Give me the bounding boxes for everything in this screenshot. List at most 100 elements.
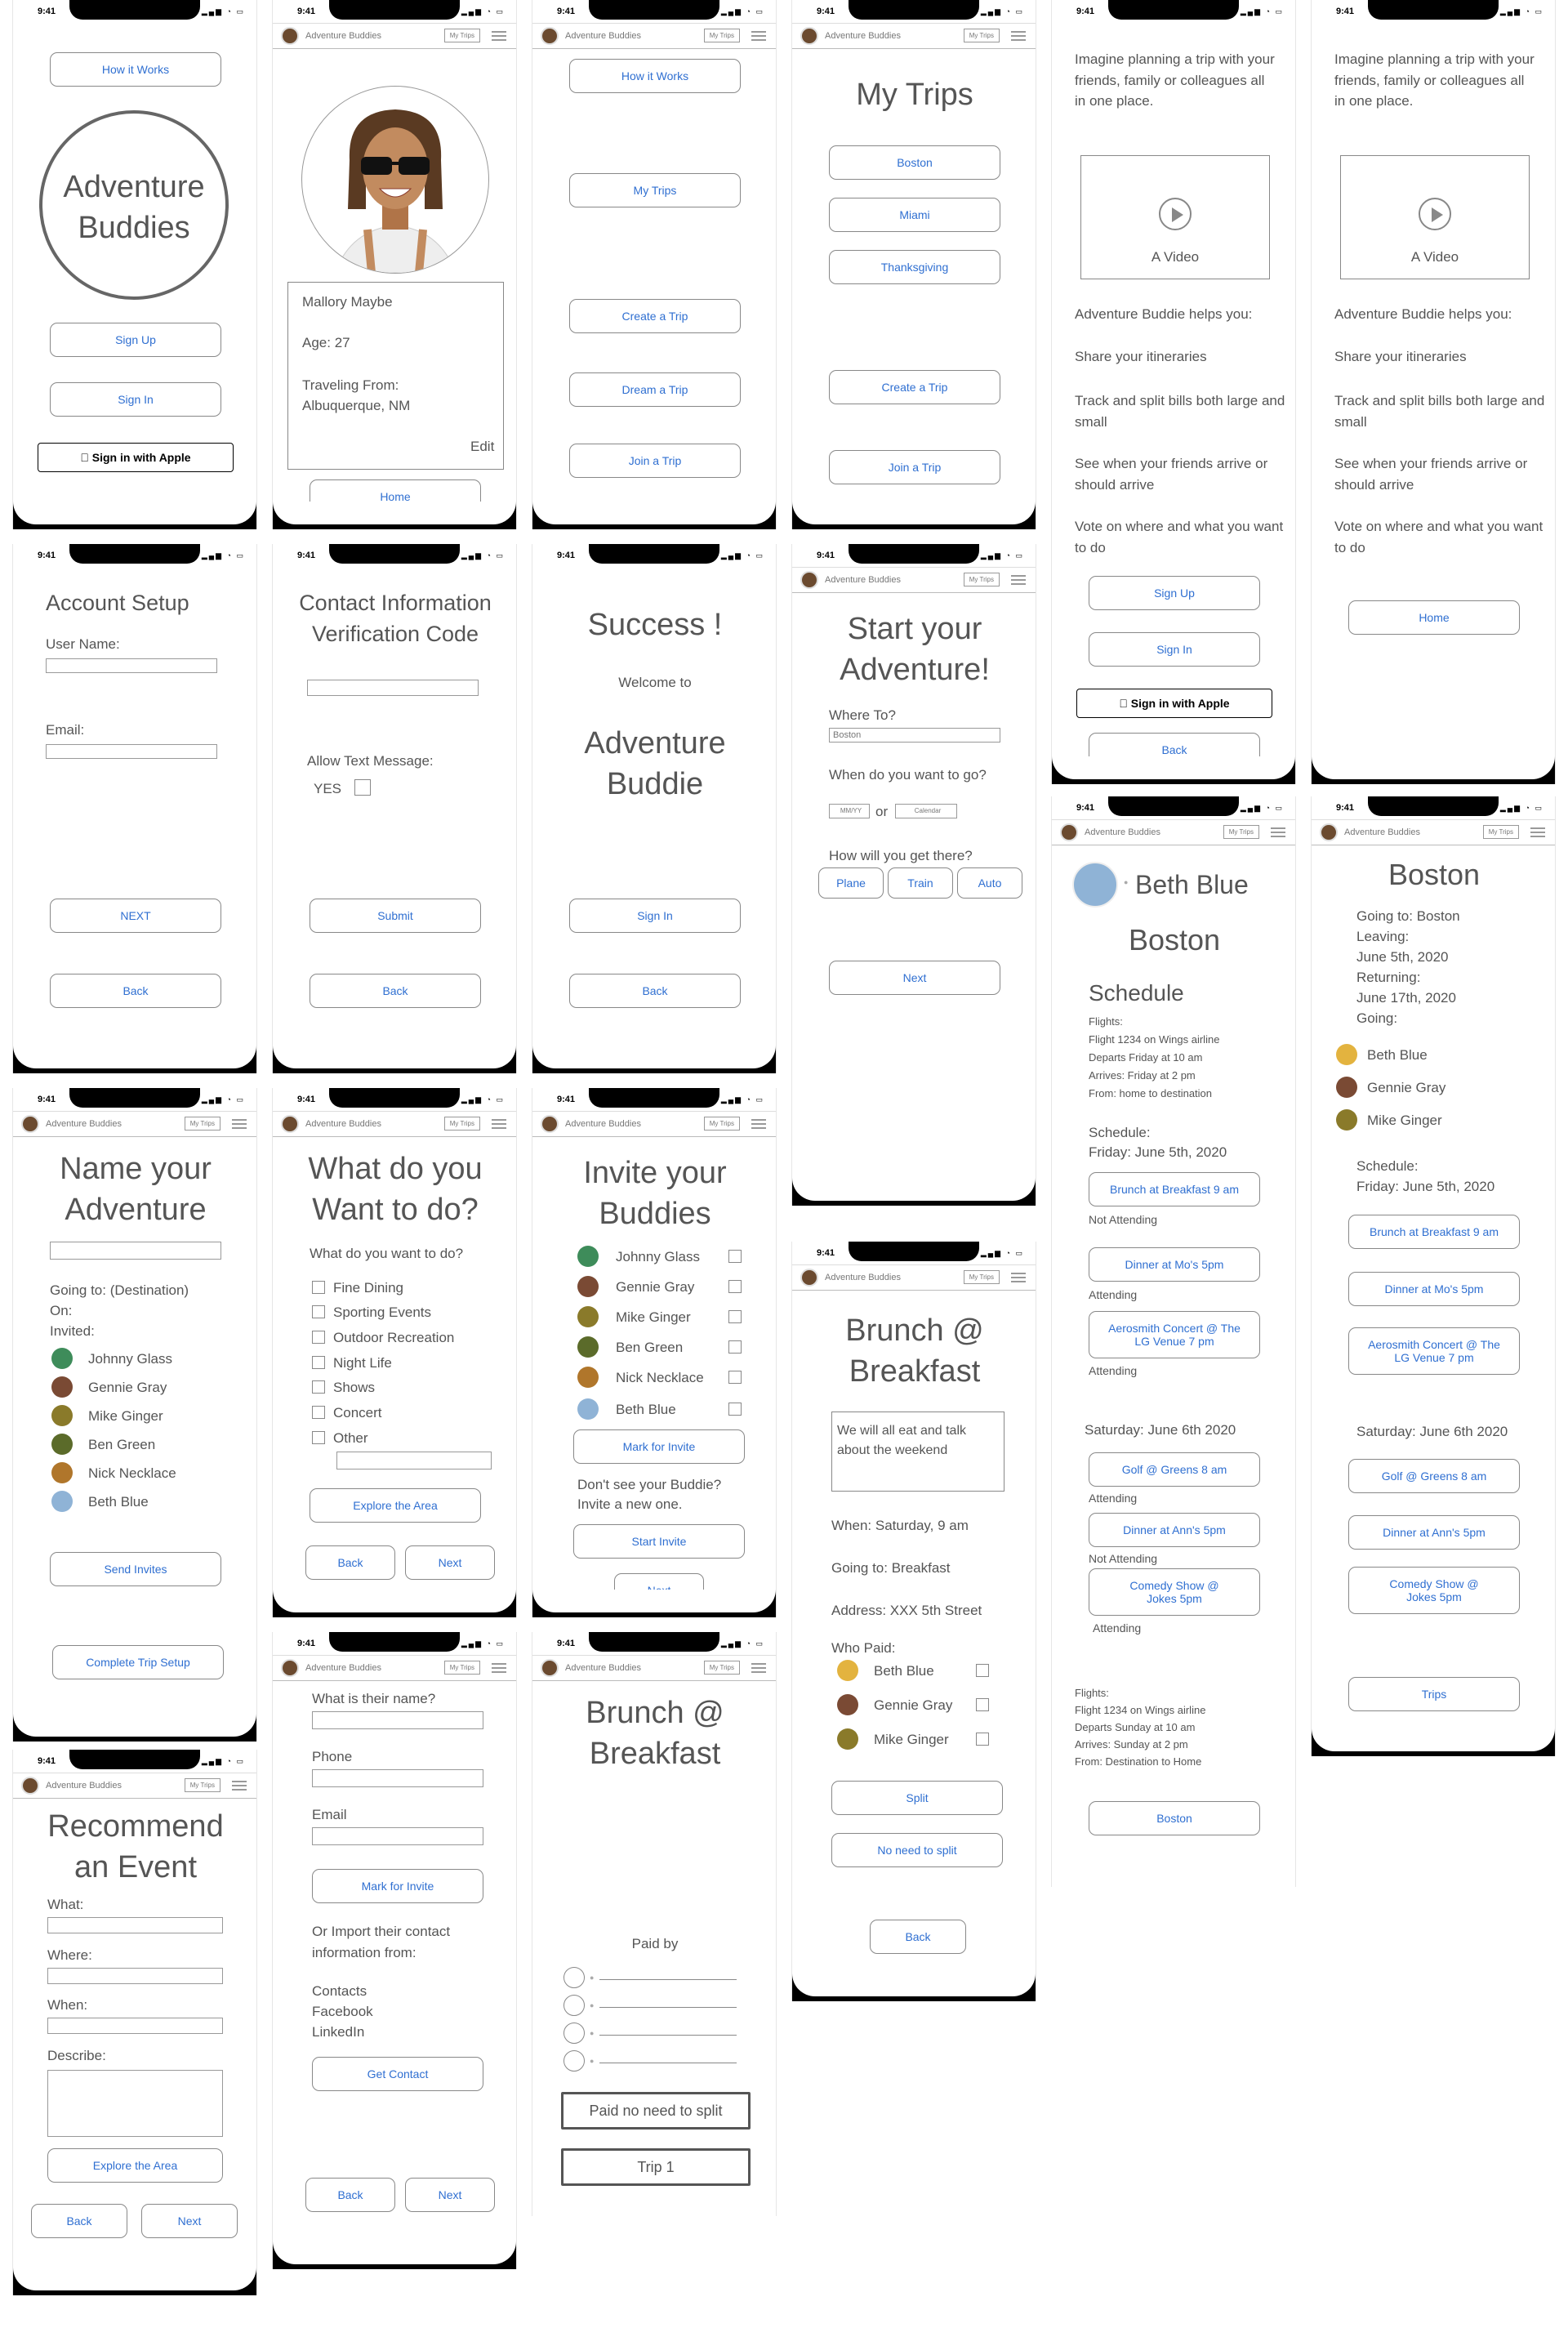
back-button[interactable]: Back — [870, 1920, 966, 1954]
auto-button[interactable]: Auto — [957, 867, 1022, 899]
avatar[interactable] — [281, 1659, 299, 1677]
avatar[interactable] — [21, 1777, 39, 1795]
back-button[interactable]: Back — [50, 974, 221, 1008]
trip-button-boston[interactable]: Boston — [829, 145, 1000, 180]
next-button[interactable]: NEXT — [50, 899, 221, 933]
complete-setup-button[interactable]: Complete Trip Setup — [52, 1645, 224, 1679]
hamburger-menu-icon[interactable] — [1530, 827, 1545, 837]
home-button[interactable]: Home — [1348, 600, 1520, 635]
sign-in-apple-button[interactable]:  Sign in with Apple — [1076, 689, 1272, 718]
my-trips-button[interactable]: My Trips — [963, 1270, 1000, 1284]
back-button[interactable]: Back — [569, 974, 741, 1008]
avatar[interactable] — [281, 1115, 299, 1133]
activity-checkbox[interactable] — [312, 1331, 325, 1344]
trip-button-thanksgiving[interactable]: Thanksgiving — [829, 250, 1000, 284]
describe-textarea[interactable] — [47, 2070, 223, 2137]
no-split-button[interactable]: No need to split — [831, 1833, 1003, 1867]
hamburger-menu-icon[interactable] — [232, 1119, 247, 1129]
hamburger-menu-icon[interactable] — [751, 1663, 766, 1673]
plane-button[interactable]: Plane — [818, 867, 884, 899]
hamburger-menu-icon[interactable] — [492, 1663, 506, 1673]
mark-invite-button[interactable]: Mark for Invite — [312, 1869, 483, 1903]
send-invites-button[interactable]: Send Invites — [50, 1552, 221, 1586]
explore-button[interactable]: Explore the Area — [310, 1488, 481, 1523]
sign-up-button[interactable]: Sign Up — [1089, 576, 1260, 610]
my-trips-button[interactable]: My Trips — [443, 1117, 480, 1131]
back-button[interactable]: Back — [305, 2178, 395, 2212]
adventure-name-input[interactable] — [50, 1242, 221, 1260]
back-button[interactable]: Back — [305, 1545, 395, 1580]
sign-in-button[interactable]: Sign In — [1089, 632, 1260, 667]
event-brunch[interactable]: Brunch at Breakfast 9 am — [1089, 1172, 1260, 1206]
how-it-works-button[interactable]: How it Works — [569, 59, 741, 93]
email-input[interactable] — [312, 1827, 483, 1845]
hamburger-menu-icon[interactable] — [1011, 1273, 1026, 1282]
join-trip-button[interactable]: Join a Trip — [829, 450, 1000, 484]
boston-button[interactable]: Boston — [1089, 1801, 1260, 1835]
buddy-checkbox[interactable] — [728, 1280, 742, 1293]
what-input[interactable] — [47, 1917, 223, 1933]
avatar[interactable] — [541, 1115, 559, 1133]
buddy-checkbox[interactable] — [728, 1250, 742, 1263]
get-contact-button[interactable]: Get Contact — [312, 2057, 483, 2091]
event-brunch[interactable]: Brunch at Breakfast 9 am — [1348, 1215, 1520, 1249]
train-button[interactable]: Train — [888, 867, 953, 899]
next-button[interactable]: Next — [829, 961, 1000, 995]
payer-line[interactable] — [599, 1979, 737, 1980]
where-input[interactable] — [47, 1968, 223, 1984]
hamburger-menu-icon[interactable] — [232, 1781, 247, 1791]
start-invite-button[interactable]: Start Invite — [573, 1524, 745, 1559]
next-button[interactable]: Next — [141, 2204, 238, 2238]
import-facebook[interactable]: Facebook — [312, 2004, 373, 2019]
trips-button[interactable]: Trips — [1348, 1677, 1520, 1711]
mark-invite-button[interactable]: Mark for Invite — [573, 1429, 745, 1464]
sign-in-button[interactable]: Sign In — [569, 899, 741, 933]
avatar[interactable] — [1320, 823, 1338, 841]
event-golf[interactable]: Golf @ Greens 8 am — [1089, 1452, 1260, 1487]
hamburger-menu-icon[interactable] — [492, 1119, 506, 1129]
event-dinner-anns[interactable]: Dinner at Ann's 5pm — [1089, 1513, 1260, 1547]
play-icon[interactable] — [1159, 198, 1192, 230]
contact-name-input[interactable] — [312, 1711, 483, 1729]
avatar[interactable] — [800, 571, 818, 589]
email-input[interactable] — [46, 744, 217, 759]
trip-button-miami[interactable]: Miami — [829, 198, 1000, 232]
avatar[interactable] — [541, 1659, 559, 1677]
event-dinner-mos[interactable]: Dinner at Mo's 5pm — [1089, 1247, 1260, 1282]
event-concert[interactable]: Aerosmith Concert @ The LG Venue 7 pm — [1348, 1327, 1520, 1375]
avatar[interactable] — [800, 1269, 818, 1287]
payer-line[interactable] — [599, 2035, 737, 2036]
event-golf[interactable]: Golf @ Greens 8 am — [1348, 1459, 1520, 1493]
next-button[interactable]: Next — [405, 2178, 495, 2212]
submit-button[interactable]: Submit — [310, 899, 481, 933]
hamburger-menu-icon[interactable] — [751, 31, 766, 41]
when-input[interactable] — [47, 2018, 223, 2034]
phone-input[interactable] — [312, 1769, 483, 1787]
hamburger-menu-icon[interactable] — [492, 31, 506, 41]
activity-checkbox[interactable] — [312, 1380, 325, 1394]
payer-line[interactable] — [599, 2007, 737, 2008]
allow-text-checkbox[interactable] — [354, 779, 371, 796]
how-it-works-button[interactable]: How it Works — [50, 52, 221, 87]
back-button[interactable]: Back — [310, 974, 481, 1008]
my-trips-menu-button[interactable]: My Trips — [569, 173, 741, 207]
activity-checkbox[interactable] — [312, 1406, 325, 1419]
my-trips-button[interactable]: My Trips — [703, 29, 740, 42]
import-contacts[interactable]: Contacts — [312, 1983, 368, 1999]
buddy-checkbox[interactable] — [728, 1310, 742, 1323]
activity-checkbox[interactable] — [312, 1431, 325, 1444]
payer-checkbox[interactable] — [976, 1698, 989, 1711]
event-dinner-mos[interactable]: Dinner at Mo's 5pm — [1348, 1272, 1520, 1306]
join-trip-button[interactable]: Join a Trip — [569, 444, 741, 478]
buddy-checkbox[interactable] — [728, 1340, 742, 1354]
event-concert[interactable]: Aerosmith Concert @ The LG Venue 7 pm — [1089, 1311, 1260, 1358]
date-input[interactable]: MM/YY — [829, 804, 870, 818]
my-trips-button[interactable]: My Trips — [963, 29, 1000, 42]
create-trip-button[interactable]: Create a Trip — [569, 299, 741, 333]
my-trips-button[interactable]: My Trips — [703, 1661, 740, 1675]
activity-checkbox[interactable] — [312, 1356, 325, 1369]
avatar[interactable] — [281, 27, 299, 45]
where-input[interactable]: Boston — [829, 728, 1000, 743]
next-button[interactable]: Next — [405, 1545, 495, 1580]
import-linkedin[interactable]: LinkedIn — [312, 2024, 365, 2040]
